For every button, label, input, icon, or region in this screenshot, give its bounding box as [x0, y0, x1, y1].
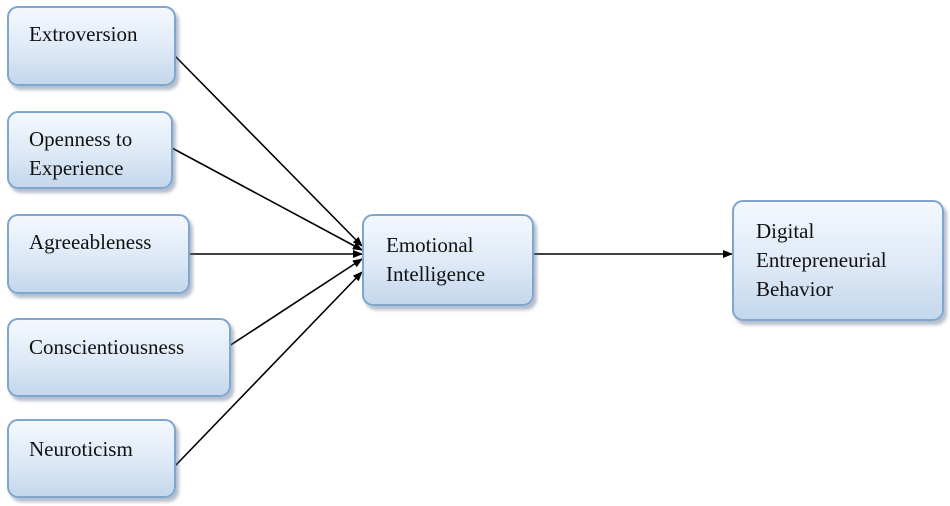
node-label: Conscientiousness: [29, 335, 185, 359]
node-label-line-1: Openness to: [29, 127, 133, 151]
node-digital-entrepreneurial-behavior: Digital Entrepreneurial Behavior: [732, 200, 944, 321]
node-label-line-2: Intelligence: [386, 262, 486, 286]
arrow-openness-to-emotional-intelligence: [171, 147, 363, 251]
node-conscientiousness: Conscientiousness: [7, 318, 231, 397]
node-label-line-2: Entrepreneurial: [756, 248, 887, 272]
node-neuroticism: Neuroticism: [7, 419, 176, 498]
node-label: Agreeableness: [29, 230, 152, 254]
arrow-extroversion-to-emotional-intelligence: [174, 55, 363, 247]
node-openness-to-experience: Openness to Experience: [7, 111, 173, 189]
arrow-conscientiousness-to-emotional-intelligence: [219, 258, 363, 353]
node-label-line-1: Digital: [756, 219, 815, 243]
node-extroversion: Extroversion: [7, 6, 176, 86]
node-agreeableness: Agreeableness: [7, 214, 190, 294]
node-label-line-2: Experience: [29, 156, 124, 180]
node-label-line-3: Behavior: [756, 277, 833, 301]
node-label-line-1: Emotional: [386, 233, 474, 257]
node-emotional-intelligence: Emotional Intelligence: [362, 214, 534, 306]
node-label: Neuroticism: [29, 437, 133, 461]
node-label: Extroversion: [29, 22, 138, 46]
arrow-neuroticism-to-emotional-intelligence: [174, 271, 363, 467]
